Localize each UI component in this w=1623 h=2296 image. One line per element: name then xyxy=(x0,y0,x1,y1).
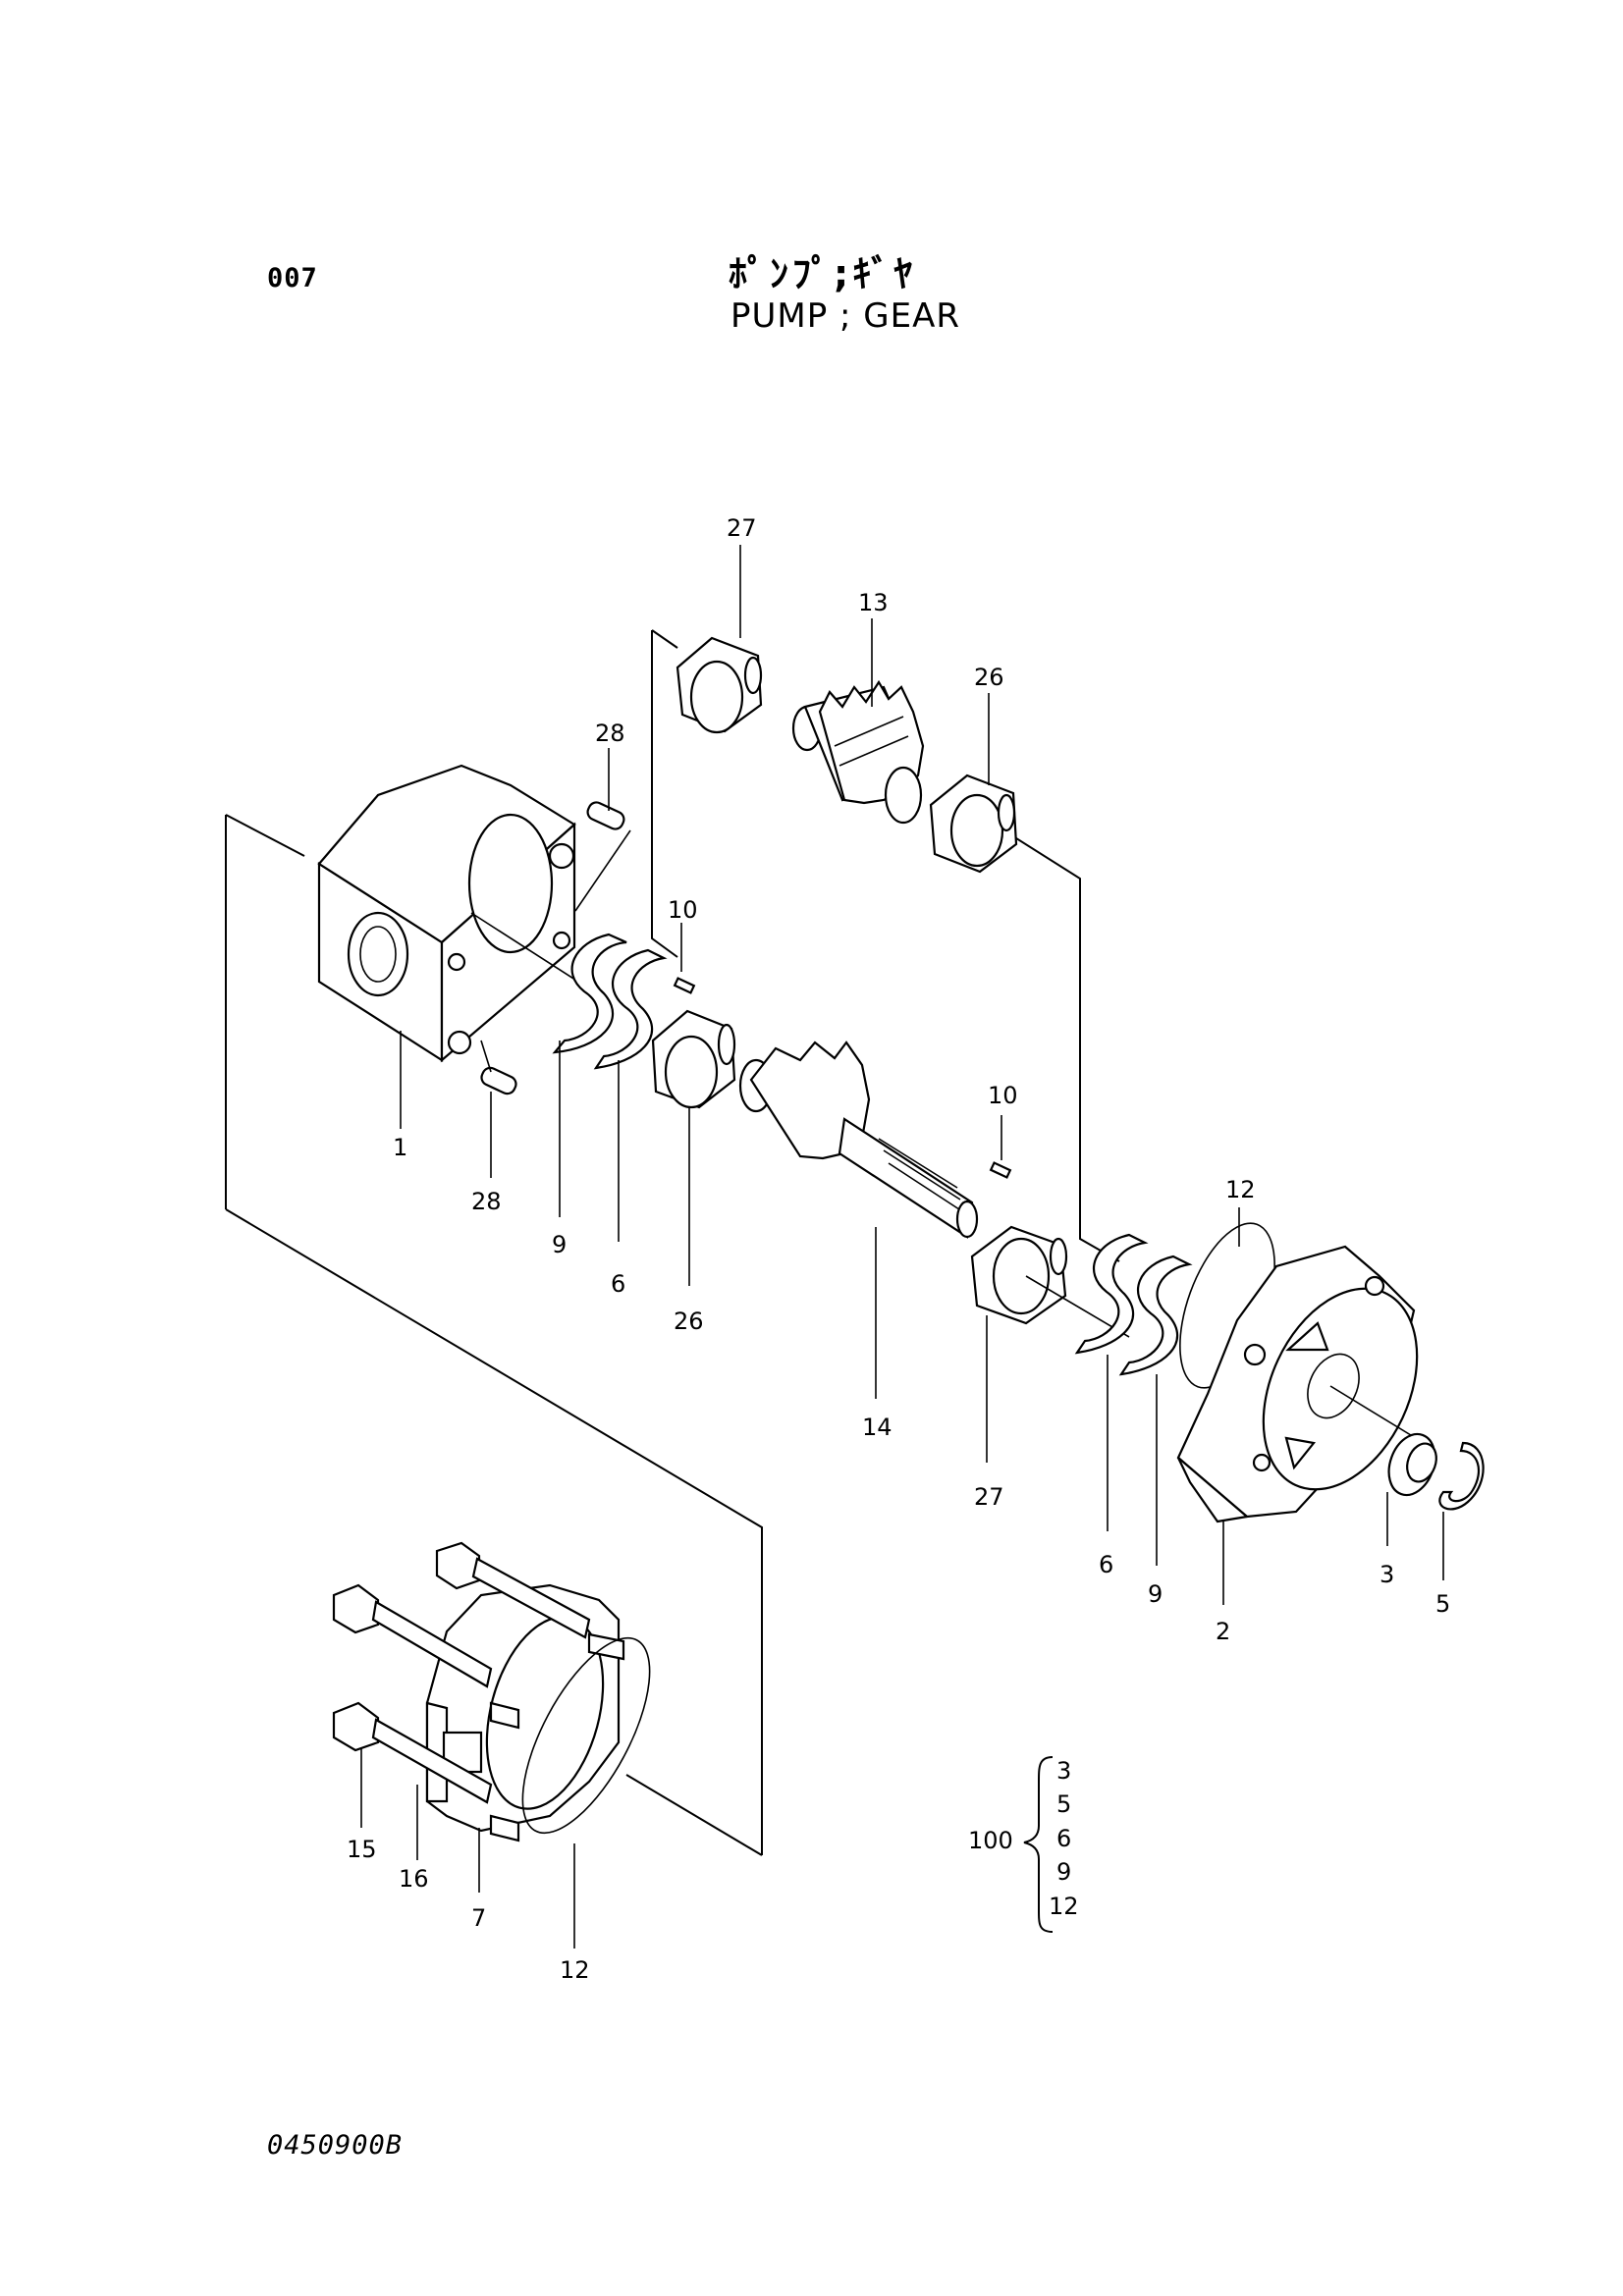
callout-26-top: 26 xyxy=(974,664,1004,691)
callout-26-bottom: 26 xyxy=(674,1308,704,1335)
title-japanese: ﾎﾟﾝﾌﾟ;ｷﾞﾔ xyxy=(729,252,917,295)
callout-10-left: 10 xyxy=(668,896,698,924)
pump-body xyxy=(317,764,610,1063)
kit-item: 3 xyxy=(1056,1757,1071,1785)
seal-6-right xyxy=(1074,1233,1149,1355)
page-code: 007 xyxy=(267,263,318,294)
callout-27-bottom: 27 xyxy=(974,1483,1004,1511)
rear-cover-7 xyxy=(425,1583,625,1842)
bolt-long-top xyxy=(435,1541,591,1639)
snap-ring-5 xyxy=(1438,1441,1485,1511)
kit-100-group: 100 3 5 6 9 12 xyxy=(968,1756,1079,1933)
callout-28-top: 28 xyxy=(595,720,625,747)
seal-9-right xyxy=(1118,1255,1193,1376)
oring-12-bottom xyxy=(521,1636,651,1835)
kit-item: 9 xyxy=(1056,1858,1071,1886)
bushing-27-bottom xyxy=(970,1225,1130,1338)
bushing-26-left xyxy=(651,1009,736,1109)
oil-seal-3 xyxy=(1387,1432,1437,1497)
dowel-pin-bottom xyxy=(480,1040,517,1095)
assembly-outline xyxy=(225,629,1120,1856)
drawing-code: 0450900B xyxy=(267,2130,404,2161)
bolt-long-middle xyxy=(332,1583,493,1688)
gear-13 xyxy=(791,679,925,825)
callout-13: 13 xyxy=(858,589,889,616)
callout-14: 14 xyxy=(862,1414,893,1441)
front-cover-2 xyxy=(1176,1245,1425,1523)
callout-1: 1 xyxy=(393,1134,407,1161)
callout-12-bottom: 12 xyxy=(560,1956,590,1984)
callout-9-left: 9 xyxy=(552,1231,567,1258)
kit-item: 12 xyxy=(1049,1893,1079,1920)
kit-bracket xyxy=(1023,1756,1054,1933)
callout-6-left: 6 xyxy=(611,1270,625,1298)
callout-28-bottom: 28 xyxy=(471,1188,502,1215)
kit-number: 100 xyxy=(968,1827,1013,1854)
callout-2: 2 xyxy=(1216,1618,1230,1645)
kit-item: 6 xyxy=(1056,1825,1071,1852)
bolt-15 xyxy=(332,1701,493,1804)
key-10-right xyxy=(989,1161,1012,1179)
callout-5: 5 xyxy=(1435,1590,1450,1618)
callout-12-top: 12 xyxy=(1225,1176,1256,1203)
key-10-left xyxy=(673,977,696,994)
title-english: PUMP ; GEAR xyxy=(730,296,961,336)
dowel-pin-top xyxy=(574,801,631,912)
callout-27-top: 27 xyxy=(727,514,757,542)
seal-9-left xyxy=(552,933,627,1054)
callout-labels: 27 13 26 28 10 1 28 9 6 26 10 14 27 12 6… xyxy=(347,514,1450,1984)
bushing-26-top xyxy=(929,774,1018,874)
seal-6-left xyxy=(593,948,668,1070)
bushing-27-top xyxy=(676,636,763,734)
callout-3: 3 xyxy=(1380,1561,1394,1588)
callout-9-right: 9 xyxy=(1148,1580,1163,1608)
leader-lines xyxy=(360,545,1444,1949)
callout-15: 15 xyxy=(347,1836,377,1863)
callout-6-right: 6 xyxy=(1099,1551,1113,1578)
kit-item: 5 xyxy=(1056,1790,1071,1818)
callout-16: 16 xyxy=(399,1865,429,1893)
drive-gear-shaft-14 xyxy=(738,1041,979,1239)
callout-7: 7 xyxy=(471,1904,486,1932)
callout-10-right: 10 xyxy=(988,1082,1018,1109)
